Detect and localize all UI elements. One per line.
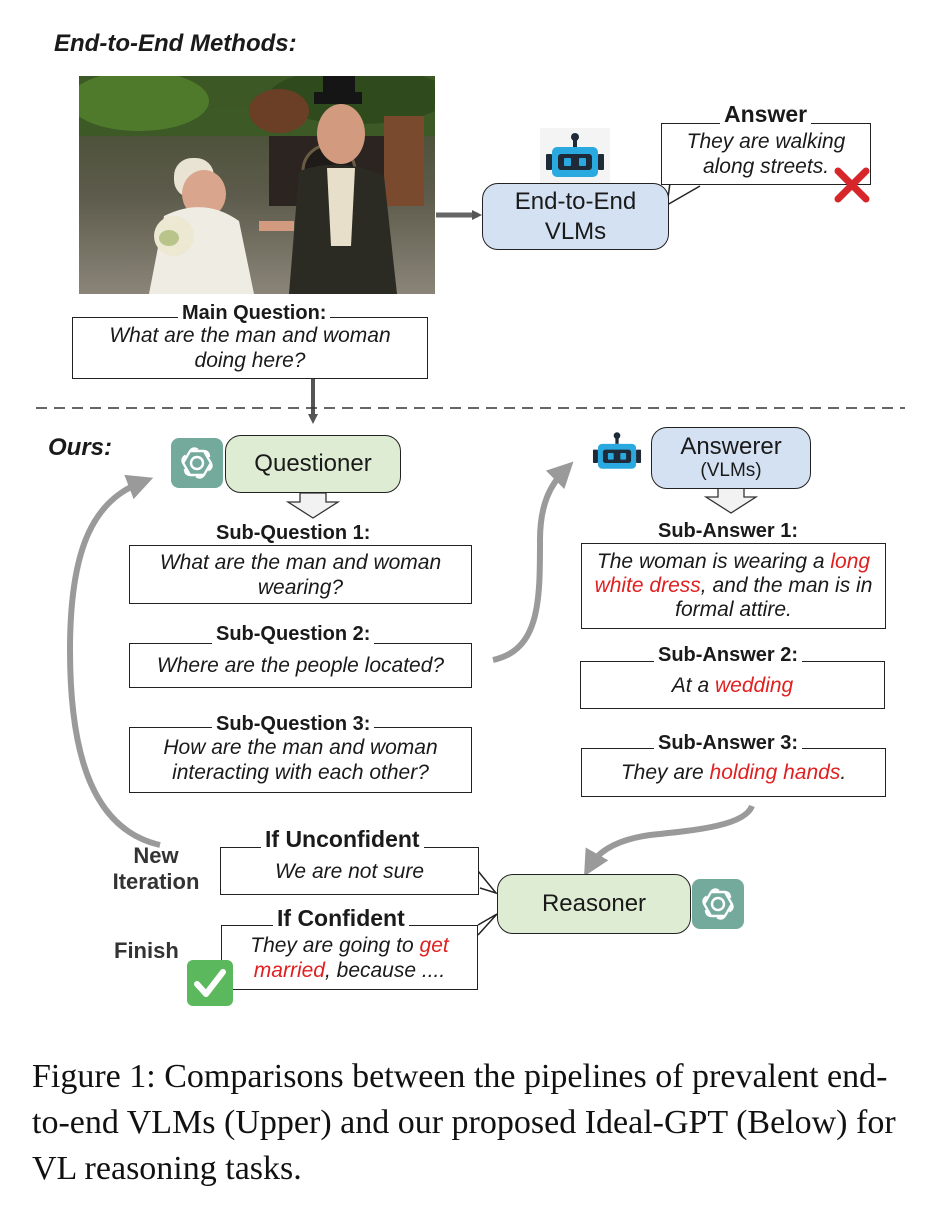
sub-answer-3-label: Sub-Answer 3: (654, 732, 803, 754)
confident-tail (477, 913, 498, 936)
answer-label: Answer (720, 103, 812, 126)
sub-question-3-text: How are the man and woman interacting wi… (163, 736, 438, 784)
unconfident-tail (477, 870, 499, 895)
sub-answer-2-label: Sub-Answer 2: (654, 644, 803, 666)
arrow-subanswer-to-reasoner (584, 804, 755, 877)
confident-box: They are going to get married, because .… (221, 925, 478, 990)
confident-label: If Confident (273, 905, 409, 931)
main-question-text: What are the man and woman doing here? (109, 324, 391, 372)
reasoner-gpt-logo-icon (692, 879, 744, 929)
scene-photo (79, 76, 435, 294)
questioner-hollow-arrow (285, 492, 341, 519)
confident-highlight: get married (253, 933, 449, 982)
answerer-robot-icon (588, 428, 646, 478)
sub-answer-1-label: Sub-Answer 1: (654, 520, 803, 542)
arrow-new-iteration-loop (66, 474, 161, 848)
sub-question-2-text: Where are the people located? (156, 654, 445, 677)
confident-text: They are going to get married, because .… (250, 933, 449, 982)
answerer-label: Answerer (680, 433, 782, 460)
connector-layer (36, 182, 905, 936)
arrow-subq-to-answerer (492, 461, 574, 663)
end-to-end-vlm-node: End-to-End VLMs (482, 183, 669, 250)
vlm-label-line1: End-to-End (514, 187, 637, 215)
sub-answer-2-highlight: wedding (714, 673, 794, 697)
sub-answer-1-text: The woman is wearing a long white dress,… (594, 550, 873, 621)
cross-mark-icon (832, 166, 872, 204)
answerer-sub-label: (VLMs) (700, 460, 762, 481)
ours-section-title: Ours: (48, 434, 113, 461)
sub-answer-3-highlight: holding hands (709, 761, 841, 784)
sub-question-1-text: What are the man and woman wearing? (159, 550, 442, 599)
new-iteration-label: New Iteration (100, 843, 212, 895)
sub-answer-3-text: They are holding hands. (620, 761, 847, 784)
reasoner-label: Reasoner (541, 890, 647, 917)
answerer-hollow-arrow (703, 487, 759, 514)
questioner-node: Questioner (225, 435, 401, 493)
sub-answer-1-box: The woman is wearing a long white dress,… (581, 543, 886, 629)
vlm-label-line2: VLMs (544, 217, 607, 245)
questioner-label: Questioner (254, 450, 372, 477)
answerer-node: Answerer (VLMs) (651, 427, 811, 489)
unconfident-label: If Unconfident (261, 826, 424, 852)
sub-question-3-label: Sub-Question 3: (212, 713, 375, 735)
new-iteration-line1: New (133, 843, 179, 868)
sub-question-1-box: What are the man and woman wearing? (129, 545, 472, 604)
upper-section-title: End-to-End Methods: (54, 30, 297, 57)
sub-question-3-box: How are the man and woman interacting wi… (129, 727, 472, 793)
sub-answer-2-text: At a wedding (671, 673, 794, 697)
sub-question-2-box: Where are the people located? (129, 643, 472, 688)
sub-answer-2-box: At a wedding (580, 661, 885, 709)
robot-icon (540, 128, 610, 188)
figure-caption: Figure 1: Comparisons between the pipeli… (32, 1058, 896, 1187)
check-mark-icon (186, 959, 234, 1007)
sub-answer-1-highlight: long white dress (594, 550, 871, 597)
finish-label: Finish (114, 938, 179, 963)
main-question-box: What are the man and woman doing here? (72, 317, 428, 379)
sub-answer-3-box: They are holding hands. (581, 748, 886, 797)
answer-box: They are walking along streets. (661, 123, 871, 185)
sub-question-1-label: Sub-Question 1: (212, 522, 375, 544)
new-iteration-line2: Iteration (112, 869, 200, 894)
reasoner-node: Reasoner (497, 874, 691, 934)
sub-question-2-label: Sub-Question 2: (212, 623, 375, 645)
main-question-label: Main Question: (178, 302, 331, 324)
answer-bubble-tail (666, 182, 701, 207)
gpt-logo-icon (171, 438, 223, 488)
unconfident-box: We are not sure (220, 847, 479, 895)
unconfident-text: We are not sure (274, 859, 425, 883)
answer-text: They are walking along streets. (686, 130, 846, 178)
